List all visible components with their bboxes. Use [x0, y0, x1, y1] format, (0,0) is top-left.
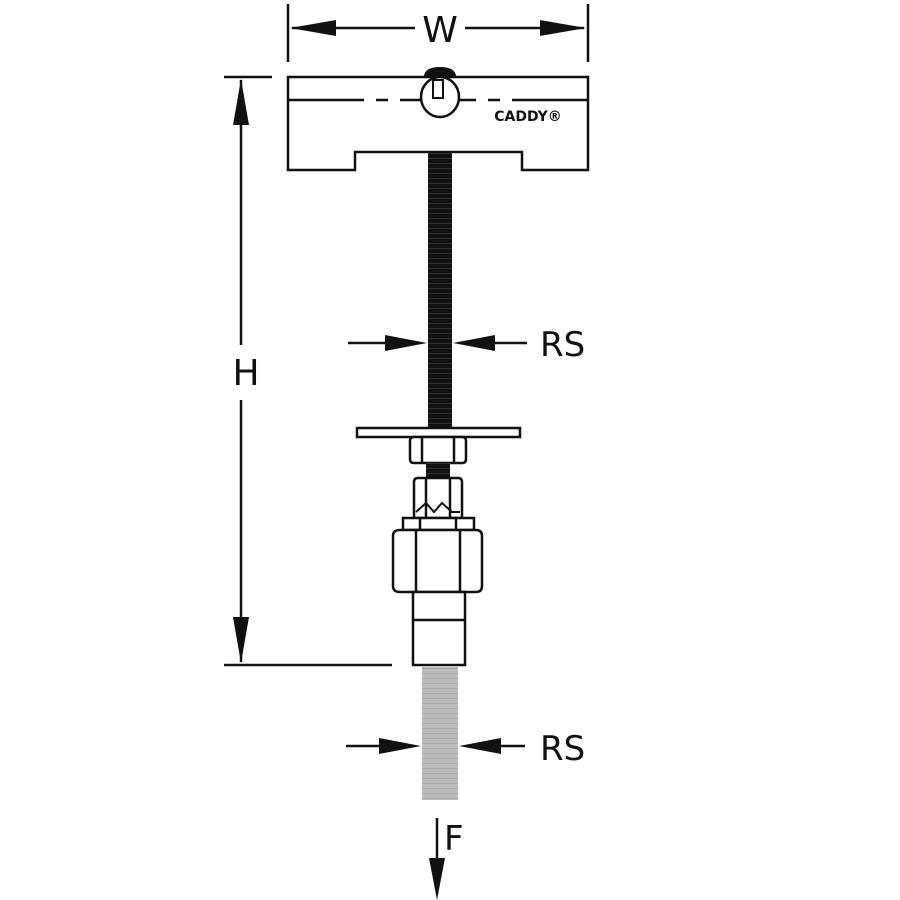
- height-dimension: [224, 75, 392, 667]
- rod-size-dimension-lower: [346, 738, 525, 754]
- force-label: F: [444, 819, 464, 859]
- caddy-bracket: [286, 67, 590, 172]
- hex-nut: [391, 528, 484, 594]
- brand-logo: CADDY®: [494, 109, 561, 125]
- rod-coupling-body: [411, 590, 467, 667]
- force-arrow: [429, 818, 445, 900]
- rod-size-label-upper: RS: [540, 325, 585, 365]
- rod-size-dimension-upper: [348, 335, 527, 351]
- height-label: H: [232, 353, 259, 394]
- nut-assembly: [355, 426, 522, 667]
- width-dimension: [286, 4, 590, 62]
- washer-plate: [355, 426, 522, 439]
- threaded-rod-lower: [422, 667, 458, 800]
- rod-size-label-lower: RS: [540, 729, 585, 769]
- jam-nut: [408, 435, 468, 465]
- flange-washer: [401, 516, 476, 532]
- width-label: W: [422, 10, 458, 51]
- threaded-rod-upper: [428, 150, 452, 432]
